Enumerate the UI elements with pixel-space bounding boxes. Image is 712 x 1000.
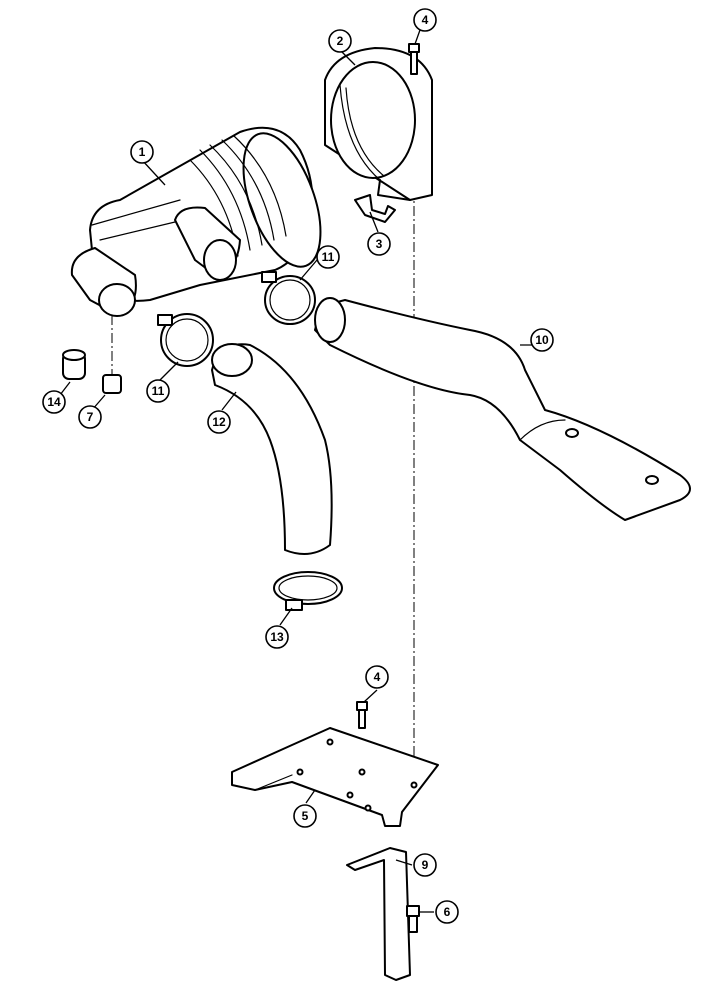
hose-long <box>314 297 691 521</box>
callout-3: 3 <box>367 232 391 256</box>
callout-4-bottom: 4 <box>365 665 389 689</box>
callout-9: 9 <box>413 853 437 877</box>
callout-9-label: 9 <box>422 858 429 872</box>
callout-7: 7 <box>78 405 102 429</box>
bracket-plate <box>231 727 439 827</box>
cap <box>62 349 86 380</box>
callout-5-label: 5 <box>302 809 309 823</box>
elbow-fitting <box>102 315 122 394</box>
support-bracket <box>346 847 411 981</box>
callout-4-top-label: 4 <box>422 13 429 27</box>
callout-6-label: 6 <box>444 905 451 919</box>
hose-clamp-bottom <box>273 571 343 611</box>
bolt-side <box>406 905 420 933</box>
callout-11-left: 11 <box>146 379 170 403</box>
callout-3-label: 3 <box>376 237 383 251</box>
bolt-top <box>408 43 420 75</box>
callout-4-top: 4 <box>413 8 437 32</box>
hose-clamp-left <box>157 313 214 367</box>
callout-14: 14 <box>42 390 66 414</box>
callout-4-bottom-label: 4 <box>374 670 381 684</box>
callout-2: 2 <box>328 29 352 53</box>
leader-lines <box>59 29 540 913</box>
callout-7-label: 7 <box>87 410 94 424</box>
callout-10-label: 10 <box>535 333 549 347</box>
hose-clamp-right <box>261 271 316 325</box>
callout-13-label: 13 <box>270 630 284 644</box>
callout-6: 6 <box>435 900 459 924</box>
callout-1-label: 1 <box>139 145 146 159</box>
mounting-band <box>324 47 433 201</box>
callout-10: 10 <box>530 328 554 352</box>
callout-11-right: 11 <box>316 245 340 269</box>
callout-11-right-label: 11 <box>322 250 335 264</box>
callout-12: 12 <box>207 410 231 434</box>
callout-11-left-label: 11 <box>152 384 165 398</box>
callout-13: 13 <box>265 625 289 649</box>
bolt-bottom <box>356 701 368 729</box>
callout-12-label: 12 <box>212 415 226 429</box>
callout-5: 5 <box>293 804 317 828</box>
hose-elbow <box>211 343 333 555</box>
air-cleaner <box>70 126 322 317</box>
callout-14-label: 14 <box>47 395 61 409</box>
callout-2-label: 2 <box>337 34 344 48</box>
clip <box>354 194 396 223</box>
callout-1: 1 <box>130 140 154 164</box>
